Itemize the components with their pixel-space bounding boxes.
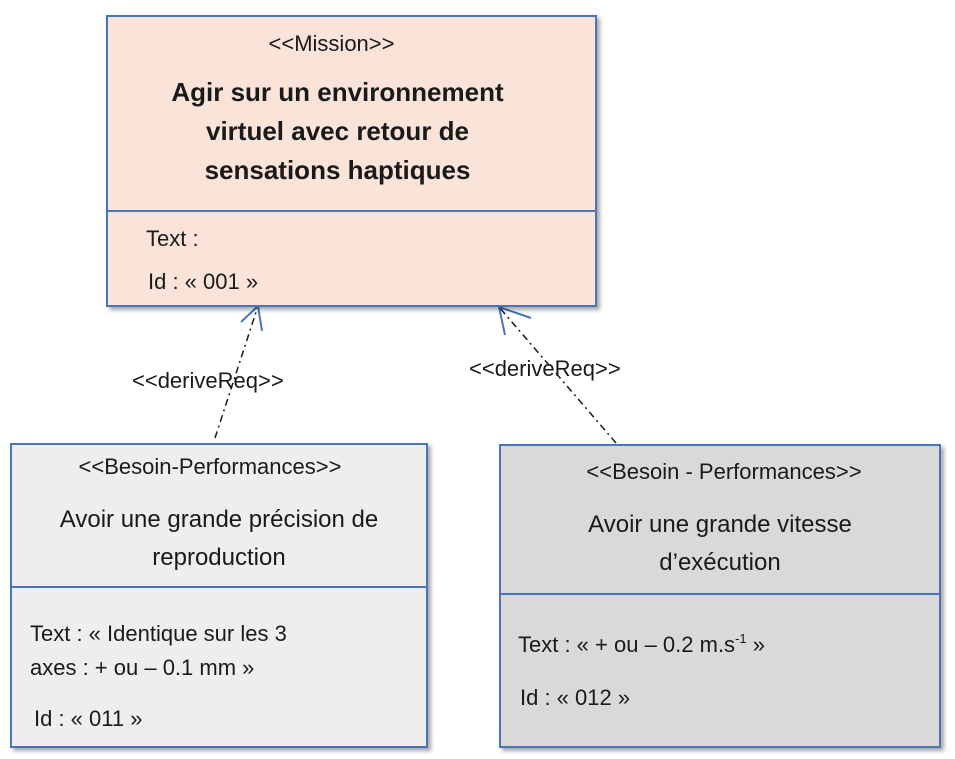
derive-link-left <box>214 305 259 439</box>
besoin-vitesse-title: Avoir une grande vitesse d’exécution <box>501 506 939 582</box>
besoin-vitesse-text-exponent: -1 <box>735 631 747 646</box>
besoin-vitesse-title-line: d’exécution <box>659 549 781 576</box>
besoin-vitesse-id: Id : « 012 » <box>520 685 631 710</box>
besoin-vitesse-block[interactable]: <<Besoin - Performances>> Avoir une gran… <box>499 444 941 748</box>
mission-title-line: virtuel avec retour de <box>206 116 469 146</box>
derive-arrowhead-left <box>240 303 263 332</box>
mission-block[interactable]: <<Mission>> Agir sur un environnement vi… <box>106 15 597 307</box>
besoin-precision-title-line: reproduction <box>152 544 286 571</box>
besoin-vitesse-text-prefix: Text : « + ou – 0.2 m.s <box>518 632 736 657</box>
mission-title-line: sensations haptiques <box>204 155 471 185</box>
mission-stereotype: <<Mission>> <box>268 31 395 56</box>
besoin-precision-title-line: Avoir une grande précision de <box>59 506 379 533</box>
mission-id: Id : « 001 » <box>148 269 259 294</box>
derive-label-left: <<deriveReq>> <box>132 368 284 393</box>
besoin-precision-title: Avoir une grande précision de reproducti… <box>12 501 426 577</box>
besoin-precision-text-line: Text : « Identique sur les 3 <box>30 621 287 646</box>
mission-divider <box>108 210 595 212</box>
besoin-vitesse-divider <box>501 593 939 595</box>
besoin-precision-stereotype: <<Besoin-Performances>> <box>78 454 342 479</box>
derive-link-right <box>498 306 617 444</box>
besoin-precision-block[interactable]: <<Besoin-Performances>> Avoir une grande… <box>10 443 428 748</box>
derive-label-right: <<deriveReq>> <box>469 356 621 381</box>
besoin-precision-text-line: axes : + ou – 0.1 mm » <box>30 655 255 680</box>
besoin-vitesse-stereotype: <<Besoin - Performances>> <box>586 459 862 484</box>
mission-title-line: Agir sur un environnement <box>171 77 504 107</box>
mission-text: Text : <box>146 226 199 251</box>
besoin-vitesse-text: Text : « + ou – 0.2 m.s-1 » <box>518 631 765 658</box>
besoin-vitesse-title-line: Avoir une grande vitesse <box>588 511 852 538</box>
derive-arrowhead-right <box>497 305 532 336</box>
besoin-precision-divider <box>12 586 426 588</box>
besoin-precision-id: Id : « 011 » <box>34 706 143 731</box>
besoin-vitesse-text-suffix: » <box>746 632 765 657</box>
mission-title: Agir sur un environnement virtuel avec r… <box>80 73 595 190</box>
